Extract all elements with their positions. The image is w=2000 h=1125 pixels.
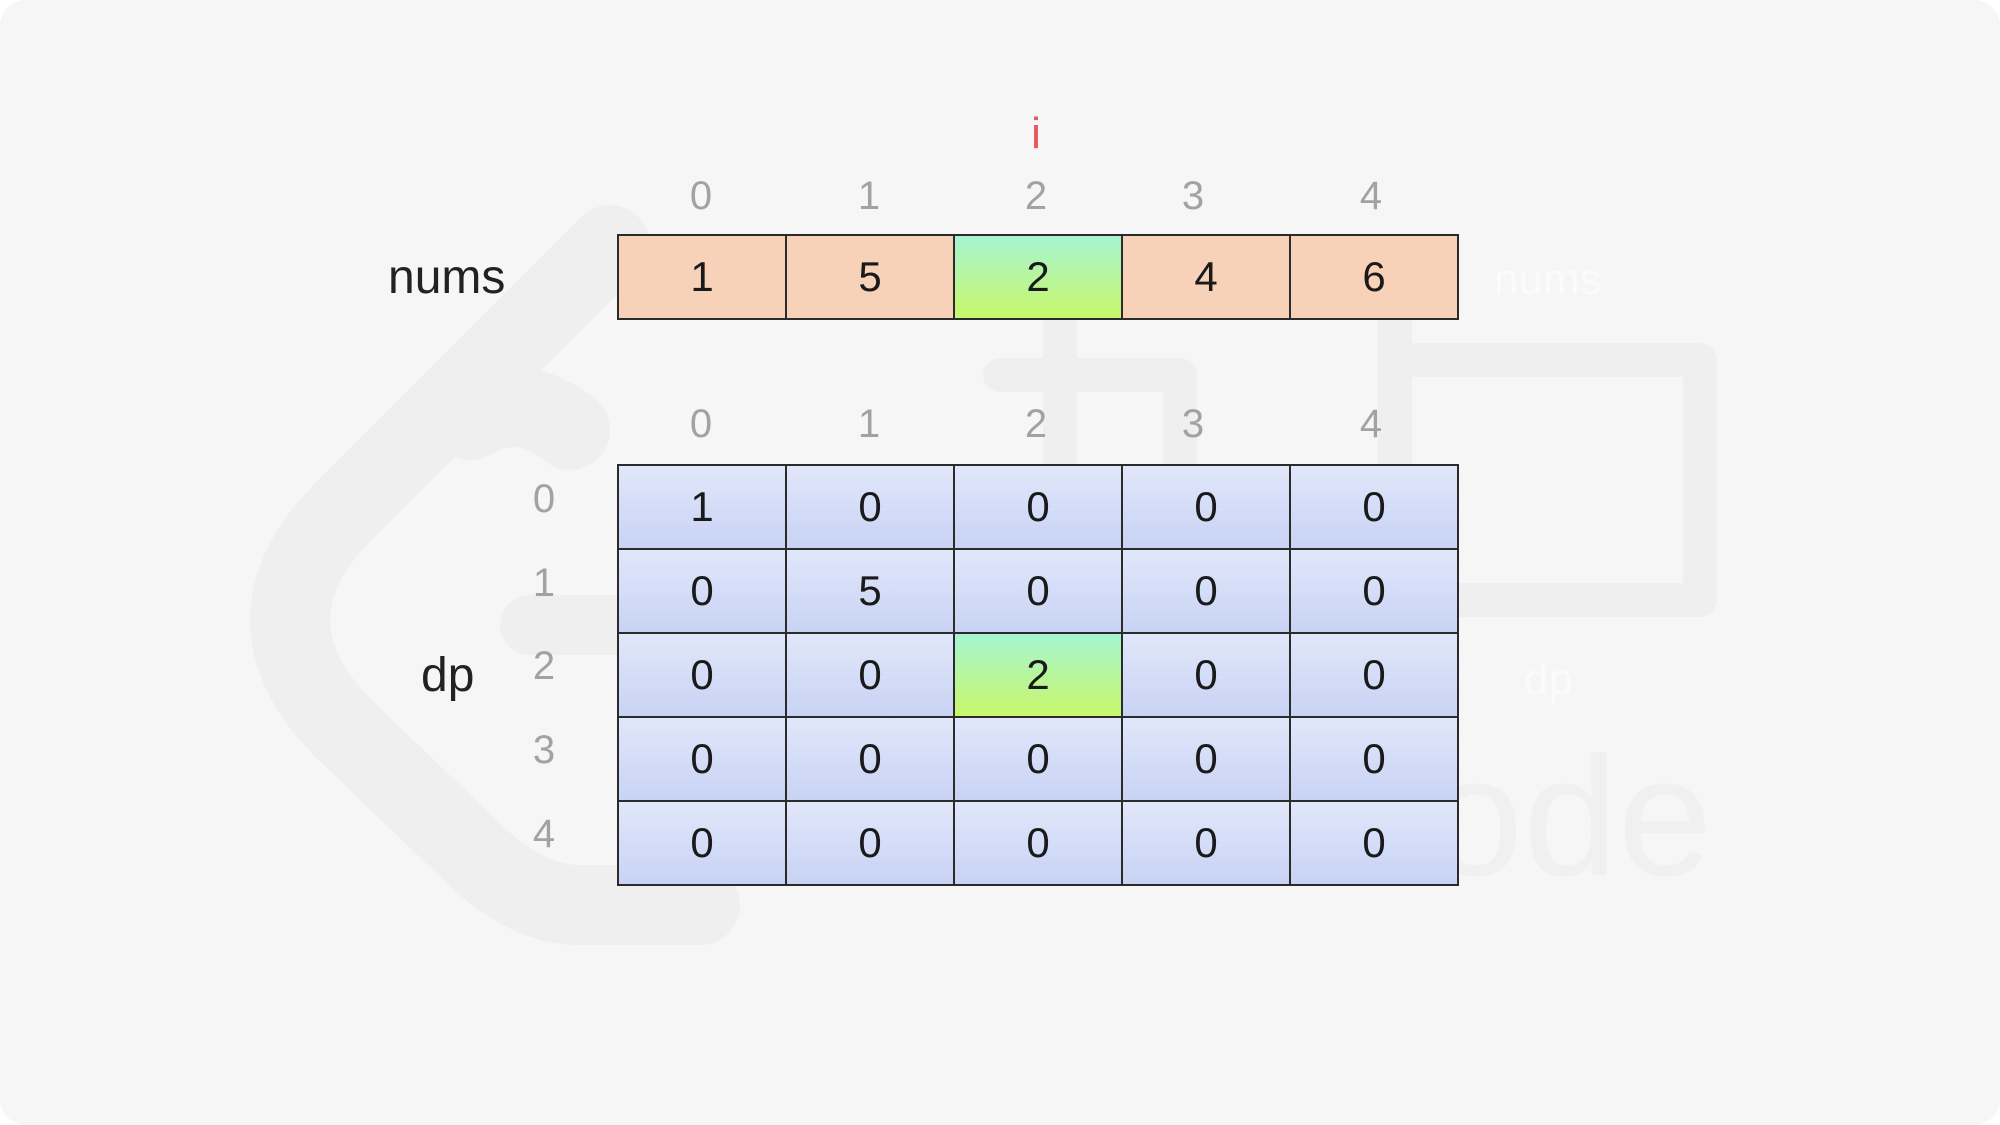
dp-cell: 0	[787, 634, 955, 716]
dp-cell: 0	[1291, 718, 1457, 800]
dp-cell: 0	[1291, 802, 1457, 884]
nums-col-index: 1	[857, 174, 881, 218]
dp-cell: 0	[619, 802, 787, 884]
nums-col-index: 4	[1359, 174, 1383, 218]
dp-cell: 0	[1123, 802, 1291, 884]
dp-cell: 0	[619, 718, 787, 800]
dp-row: 0 0 0 0 0	[619, 802, 1457, 884]
dp-col-index: 0	[689, 402, 713, 446]
dp-row-index: 2	[532, 644, 556, 688]
dp-cell: 0	[619, 550, 787, 632]
nums-cell: 6	[1291, 236, 1457, 318]
dp-cell: 0	[955, 718, 1123, 800]
nums-cell: 5	[787, 236, 955, 318]
dp-cell: 0	[1123, 466, 1291, 548]
nums-array: 1 5 2 4 6	[617, 234, 1459, 320]
nums-cell: 1	[619, 236, 787, 318]
dp-col-index: 3	[1181, 402, 1205, 446]
nums-col-index: 2	[1024, 174, 1048, 218]
nums-col-index: 3	[1181, 174, 1205, 218]
dp-ghost-label: dp	[1524, 655, 1573, 704]
dp-cell: 0	[1291, 634, 1457, 716]
dp-cell: 0	[1291, 466, 1457, 548]
dp-row: 1 0 0 0 0	[619, 466, 1457, 550]
dp-cell-highlighted: 2	[955, 634, 1123, 716]
dp-row-index: 0	[532, 477, 556, 521]
dp-cell: 5	[787, 550, 955, 632]
nums-ghost-label: nums	[1494, 255, 1602, 304]
dp-cell: 0	[787, 802, 955, 884]
nums-label: nums	[388, 251, 506, 304]
dp-cell: 0	[787, 466, 955, 548]
dp-label: dp	[421, 649, 475, 702]
dp-table: 1 0 0 0 0 0 5 0 0 0 0 0 2 0 0 0 0 0 0 0	[617, 464, 1459, 886]
dp-col-index: 1	[857, 402, 881, 446]
dp-row: 0 0 0 0 0	[619, 718, 1457, 802]
nums-row: 1 5 2 4 6	[619, 236, 1457, 318]
dp-cell: 0	[1291, 550, 1457, 632]
dp-cell: 0	[619, 634, 787, 716]
dp-row: 0 0 2 0 0	[619, 634, 1457, 718]
dp-cell: 0	[955, 550, 1123, 632]
dp-col-index: 2	[1024, 402, 1048, 446]
dp-cell: 0	[955, 466, 1123, 548]
dp-cell: 0	[787, 718, 955, 800]
nums-col-index: 0	[689, 174, 713, 218]
dp-cell: 0	[955, 802, 1123, 884]
dp-row-index: 4	[532, 812, 556, 856]
dp-cell: 0	[1123, 550, 1291, 632]
dp-col-index: 4	[1359, 402, 1383, 446]
nums-cell: 4	[1123, 236, 1291, 318]
dp-cell: 1	[619, 466, 787, 548]
pointer-i: i	[1031, 109, 1041, 158]
dp-row-index: 3	[532, 728, 556, 772]
nums-cell-highlighted: 2	[955, 236, 1123, 318]
dp-cell: 0	[1123, 634, 1291, 716]
dp-row: 0 5 0 0 0	[619, 550, 1457, 634]
dp-cell: 0	[1123, 718, 1291, 800]
dp-row-index: 1	[532, 561, 556, 605]
